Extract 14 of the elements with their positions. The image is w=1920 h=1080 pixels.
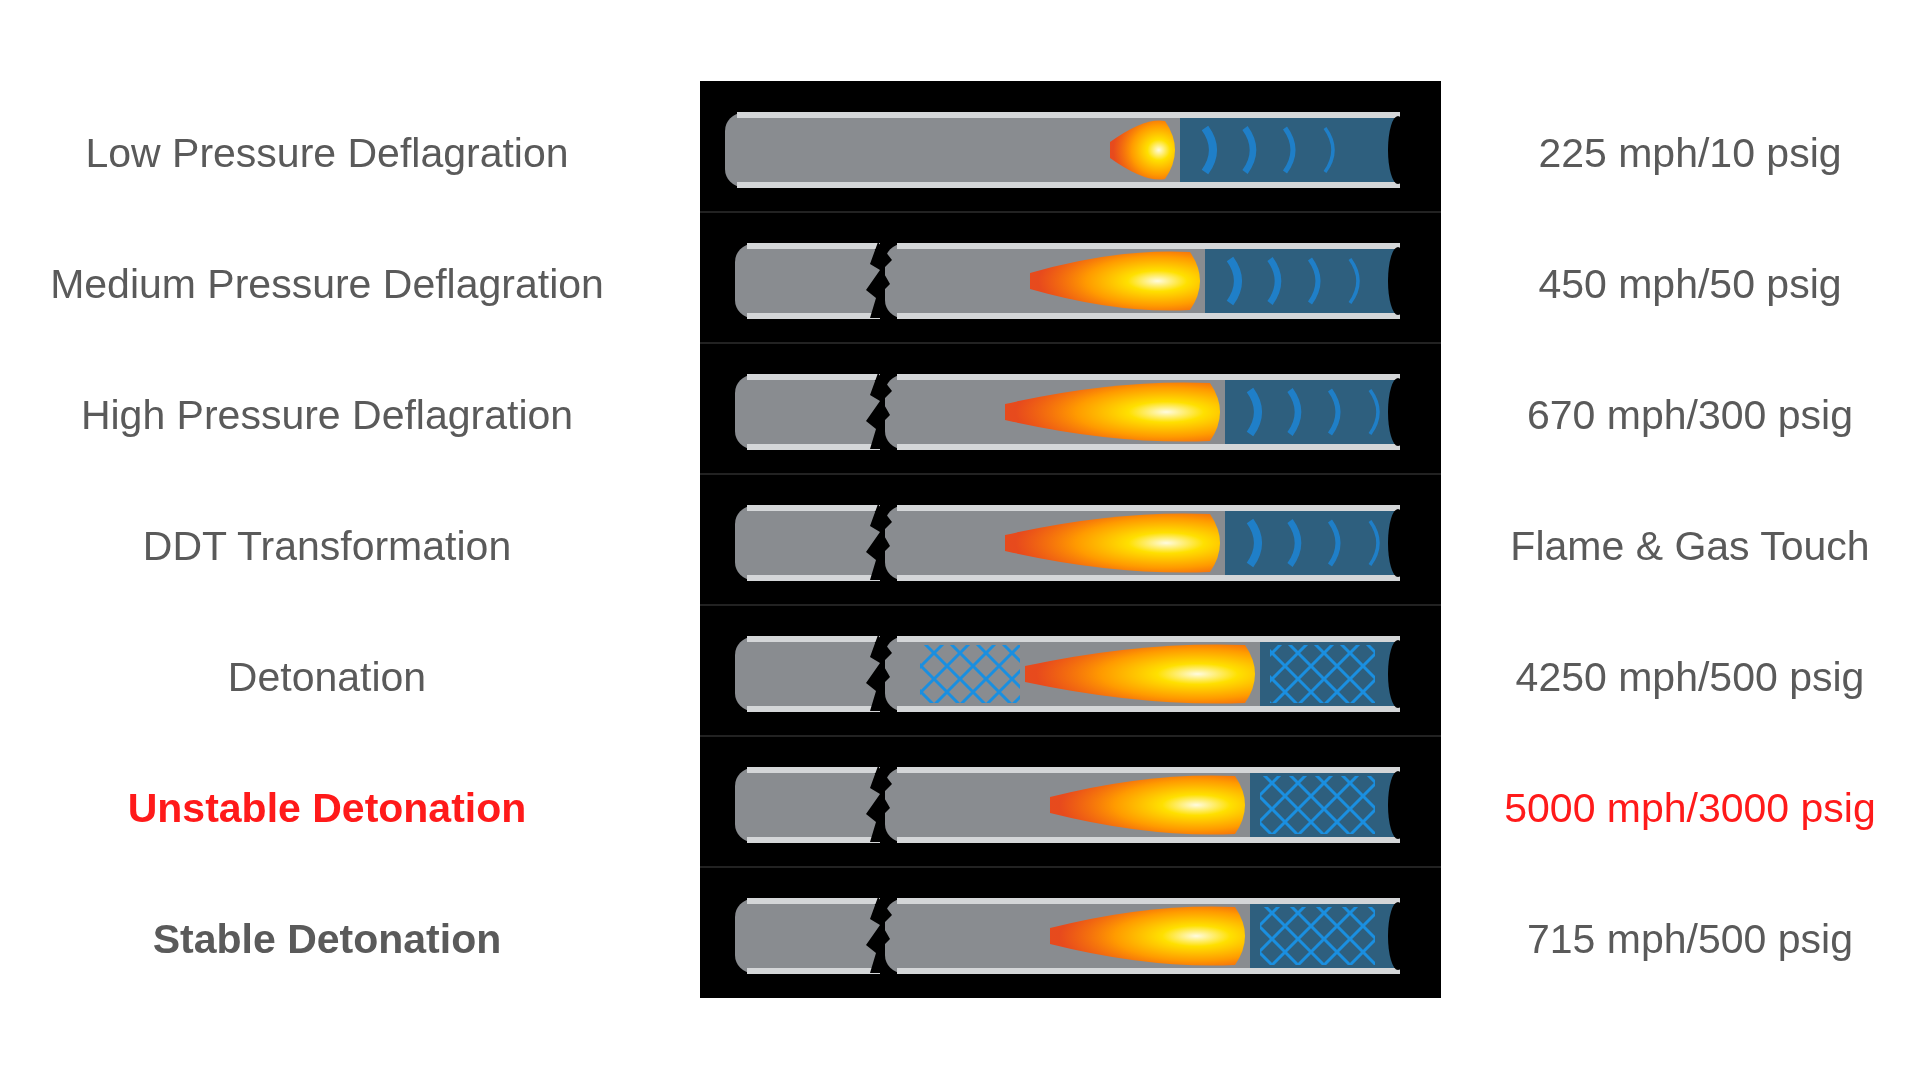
- stage-label: Medium Pressure Deflagration: [50, 260, 604, 308]
- stage-label: High Pressure Deflagration: [80, 391, 574, 439]
- speed-pressure-label: 225 mph/10 psig: [1538, 129, 1842, 177]
- speed-pressure-label: 4250 mph/500 psig: [1515, 653, 1865, 701]
- speed-pressure-label: Flame & Gas Touch: [1510, 522, 1870, 570]
- stage-label: Detonation: [227, 653, 427, 701]
- stage-label: Low Pressure Deflagration: [85, 129, 569, 177]
- stage-label: Stable Detonation: [152, 915, 502, 963]
- speed-pressure-label: 5000 mph/3000 psig: [1504, 784, 1876, 832]
- speed-pressure-label: 670 mph/300 psig: [1527, 391, 1853, 439]
- stage-label: Unstable Detonation: [127, 784, 527, 832]
- speed-pressure-label: 450 mph/50 psig: [1538, 260, 1842, 308]
- speed-pressure-label: 715 mph/500 psig: [1527, 915, 1853, 963]
- stage-label: DDT Transformation: [142, 522, 512, 570]
